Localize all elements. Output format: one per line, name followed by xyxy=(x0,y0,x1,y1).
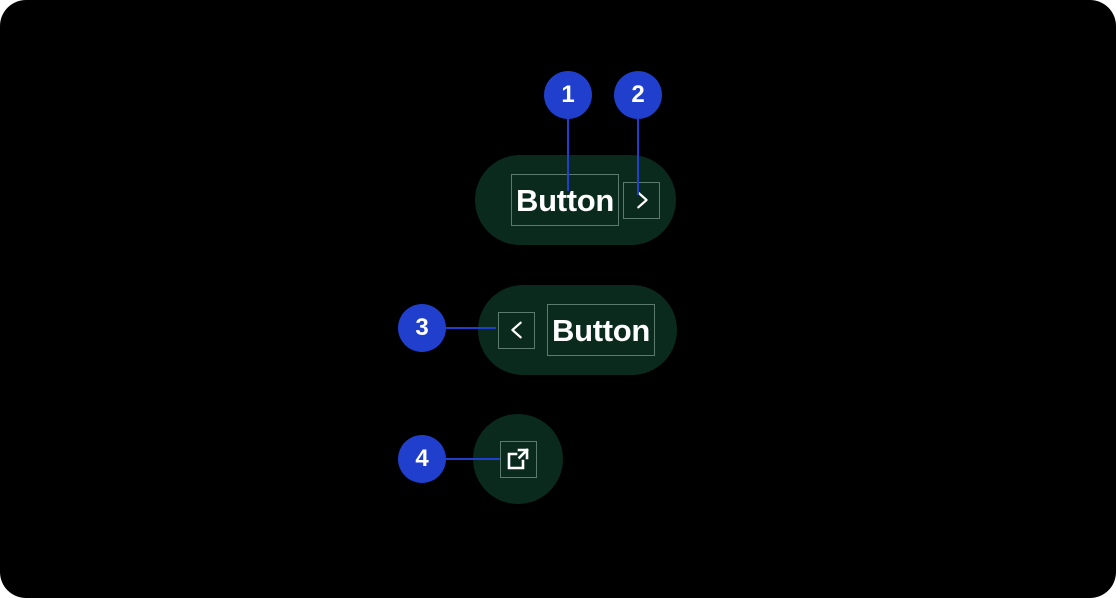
button-label-row1: Button xyxy=(516,182,615,218)
callout-marker-1[interactable]: 1 xyxy=(544,71,592,119)
chevron-left-annotation-box xyxy=(498,311,535,349)
external-link-annotation-box xyxy=(499,440,537,478)
callout-marker-2-number: 2 xyxy=(631,81,645,108)
button-with-leading-chevron[interactable]: Button xyxy=(478,285,677,375)
callout-marker-4[interactable]: 4 xyxy=(398,435,446,483)
chevron-right-annotation-box xyxy=(623,181,661,219)
callout-connector-4 xyxy=(446,458,500,460)
external-link-icon[interactable] xyxy=(506,447,530,471)
callout-marker-4-number: 4 xyxy=(415,445,429,472)
callout-connector-2 xyxy=(637,119,639,195)
chevron-right-icon[interactable] xyxy=(631,189,653,211)
callout-connector-3 xyxy=(446,327,496,329)
button-label-row2: Button xyxy=(552,312,651,348)
button-label-row1-annotation-box: Button xyxy=(511,174,620,226)
callout-marker-3-number: 3 xyxy=(415,314,429,341)
button-label-row2-annotation-box: Button xyxy=(547,304,656,356)
chevron-left-icon[interactable] xyxy=(506,319,528,341)
callout-marker-2[interactable]: 2 xyxy=(614,71,662,119)
callout-marker-3[interactable]: 3 xyxy=(398,304,446,352)
callout-connector-1 xyxy=(567,119,569,191)
callout-marker-1-number: 1 xyxy=(561,81,575,108)
button-with-trailing-chevron[interactable]: Button xyxy=(475,155,676,245)
